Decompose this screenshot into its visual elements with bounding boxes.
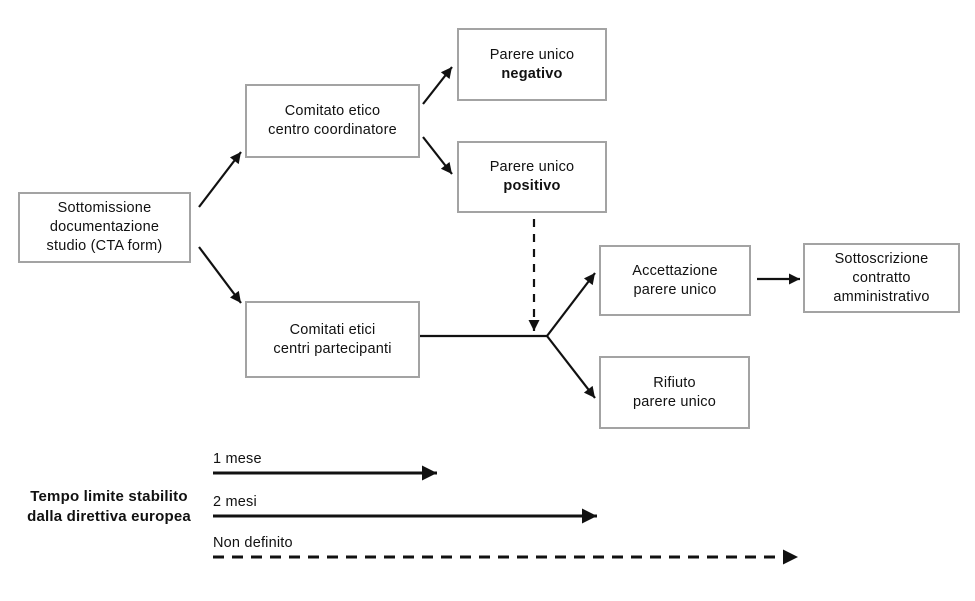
node-text-line-bold: positivo xyxy=(503,178,561,194)
node-parere-unico-positivo: Parere unico positivo xyxy=(457,141,607,213)
legend-label-2-mesi: 2 mesi xyxy=(213,494,257,510)
arrow-junction-to-accettazione xyxy=(546,272,596,337)
legend-title-line: Tempo limite stabilito xyxy=(30,488,188,505)
node-text-line: Comitati etici xyxy=(289,321,376,338)
node-text-line-bold: negativo xyxy=(501,65,563,82)
node-rifiuto-parere-unico: Rifiuto parere unico xyxy=(599,356,750,429)
node-text-line: contratto xyxy=(852,269,911,286)
arrow-coordinatore-to-positivo xyxy=(422,136,453,175)
arrow-sottomissione-to-coordinatore xyxy=(198,151,242,208)
node-text-line: centro coordinatore xyxy=(268,122,397,138)
node-comitato-etico-coordinatore: Comitato etico centro coordinatore xyxy=(245,84,420,158)
arrow-coordinatore-to-negativo xyxy=(422,66,453,105)
node-text-line: Sottoscrizione xyxy=(834,250,929,267)
node-sottomissione-documentazione: Sottomissione documentazione studio (CTA… xyxy=(18,192,191,263)
legend-label-1-mese: 1 mese xyxy=(213,451,262,467)
node-text-line: Sottomissione xyxy=(57,200,152,216)
node-text-line: Accettazione xyxy=(632,262,718,279)
node-text-line: Rifiuto xyxy=(653,374,696,391)
arrow-sottomissione-to-partecipanti xyxy=(198,246,242,304)
legend-label-non-definito: Non definito xyxy=(213,535,293,551)
node-text-line: studio (CTA form) xyxy=(46,238,163,254)
node-comitati-etici-partecipanti: Comitati etici centri partecipanti xyxy=(245,301,420,378)
legend-title: Tempo limite stabilito dalla direttiva e… xyxy=(12,487,206,527)
node-text-line: amministrativo xyxy=(833,288,930,305)
node-accettazione-parere-unico: Accettazione parere unico xyxy=(599,245,751,316)
legend-title-line: dalla direttiva europea xyxy=(27,508,191,525)
node-parere-unico-negativo: Parere unico negativo xyxy=(457,28,607,101)
node-text-line: Parere unico xyxy=(489,46,575,63)
node-text-line: Comitato etico xyxy=(284,103,381,119)
node-text-line: parere unico xyxy=(633,281,717,298)
node-text-line: Parere unico xyxy=(489,159,575,175)
node-text-line: centri partecipanti xyxy=(273,340,392,357)
node-text-line: parere unico xyxy=(632,393,716,410)
node-sottoscrizione-contratto: Sottoscrizione contratto amministrativo xyxy=(803,243,960,313)
arrow-junction-to-rifiuto xyxy=(546,335,596,399)
node-text-line: documentazione xyxy=(49,219,160,235)
